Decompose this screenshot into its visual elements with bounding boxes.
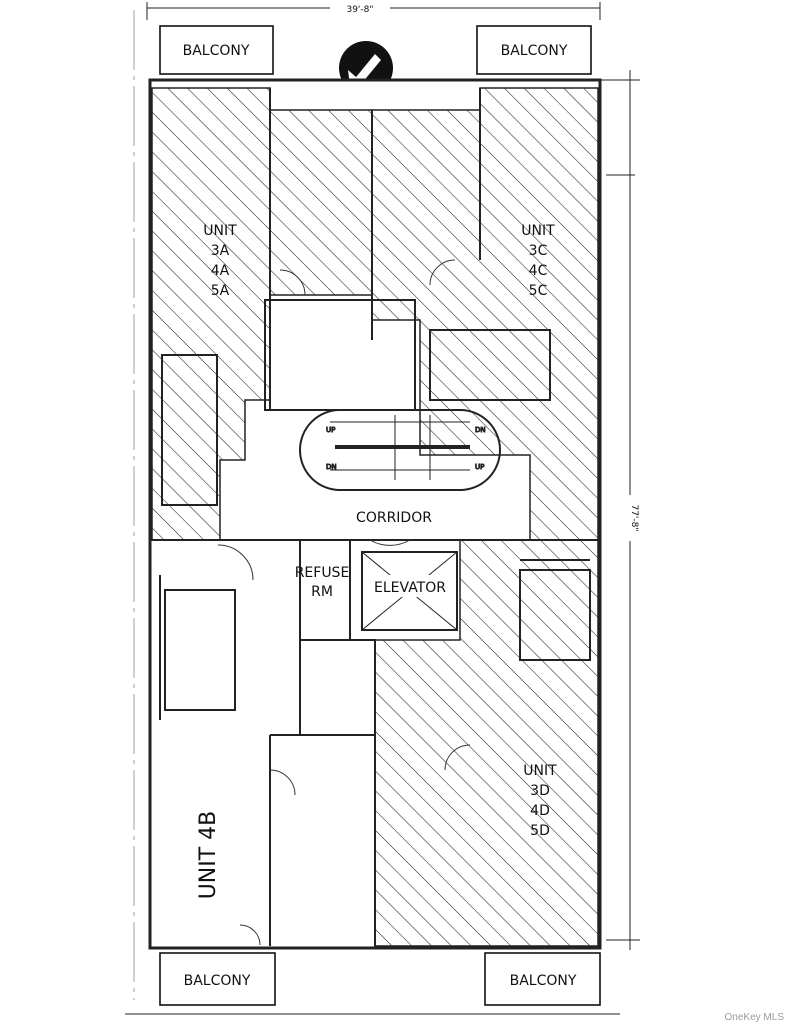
balcony-label: BALCONY xyxy=(184,973,251,989)
watermark: OneKey MLS xyxy=(725,1012,785,1023)
right-dimension-label: 77'-8" xyxy=(629,504,639,531)
unit-d-label: UNIT 3D 4D 5D xyxy=(523,763,557,839)
unit-c-label: UNIT 3C 4C 5C xyxy=(521,223,555,299)
balcony-label: BALCONY xyxy=(183,43,250,59)
balcony-top-left: BALCONY xyxy=(159,25,274,75)
unit-b-label: UNIT 4B xyxy=(196,811,221,900)
balcony-label: BALCONY xyxy=(501,43,568,59)
balcony-top-right: BALCONY xyxy=(476,25,592,75)
unit-a-bedroom xyxy=(269,109,373,296)
refuse-room-label: RM xyxy=(311,584,333,600)
door-swings xyxy=(217,259,471,946)
top-dimension: 39'-8" xyxy=(146,2,601,20)
unit-c-line: UNIT xyxy=(521,223,555,239)
unit-d-line: 4D xyxy=(530,803,550,819)
unit-d-line: 5D xyxy=(530,823,550,839)
refuse-room-label: REFUSE xyxy=(295,565,350,581)
unit-a-line: 3A xyxy=(211,243,230,259)
unit-a-label: UNIT 3A 4A 5A xyxy=(203,223,237,299)
unit-c-line: 4C xyxy=(529,263,548,279)
unit-a-line: 5A xyxy=(211,283,230,299)
elevator-label: ELEVATOR xyxy=(374,580,446,596)
unit-c-line: 3C xyxy=(529,243,548,259)
stair-up-label: UP xyxy=(326,426,335,434)
right-dimension: 77'-8" xyxy=(133,10,640,1000)
unit-c-line: 5C xyxy=(529,283,548,299)
stair-up-label: UP xyxy=(475,463,484,471)
unit-d-line: UNIT xyxy=(523,763,557,779)
stair-down-label: DN xyxy=(475,426,486,434)
unit-a-line: 4A xyxy=(211,263,230,279)
balcony-label: BALCONY xyxy=(510,973,577,989)
top-dimension-label: 39'-8" xyxy=(346,5,373,15)
balcony-bottom-left: BALCONY xyxy=(159,952,276,1006)
stairs: UP DN DN UP xyxy=(326,415,486,480)
unit-a-line: UNIT xyxy=(203,223,237,239)
balcony-bottom-right: BALCONY xyxy=(484,952,601,1006)
corridor-label: CORRIDOR xyxy=(356,510,432,526)
unit-d-line: 3D xyxy=(530,783,550,799)
stair-down-label: DN xyxy=(326,463,337,471)
